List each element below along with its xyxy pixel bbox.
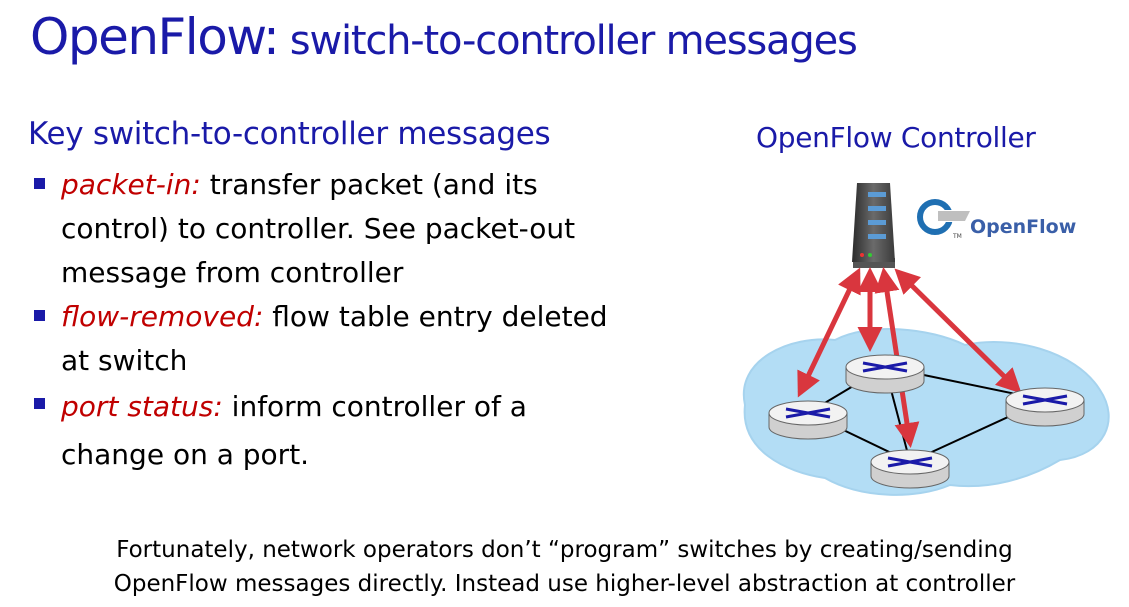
bullet-text: inform controller of a bbox=[222, 390, 527, 423]
footer-line: OpenFlow messages directly. Instead use … bbox=[113, 571, 1016, 597]
bullet-flow-removed: flow-removed: flow table entry deleted a… bbox=[30, 295, 690, 383]
bullet-term: flow-removed: bbox=[61, 300, 264, 333]
slide-title: OpenFlow: switch-to-controller messages bbox=[30, 8, 858, 66]
bullet-square-icon bbox=[34, 178, 45, 189]
openflow-logo-text: OpenFlow bbox=[970, 216, 1076, 238]
bullet-term: port status: bbox=[61, 390, 223, 423]
bullet-list: packet-in: transfer packet (and its cont… bbox=[30, 163, 690, 479]
network-diagram: TM OpenFlow bbox=[742, 183, 1110, 496]
bullet-port-status: port status: inform controller of a chan… bbox=[30, 383, 690, 479]
bullet-square-icon bbox=[34, 310, 45, 321]
footer-note: Fortunately, network operators don’t “pr… bbox=[0, 533, 1129, 601]
title-rest: switch-to-controller messages bbox=[278, 18, 858, 64]
switch-icon bbox=[870, 449, 950, 489]
switch-icon bbox=[768, 400, 848, 440]
bullet-packet-in: packet-in: transfer packet (and its cont… bbox=[30, 163, 690, 295]
controller-label: OpenFlow Controller bbox=[756, 121, 1036, 154]
bullet-line: packet-in: transfer packet (and its bbox=[61, 163, 690, 207]
bullet-square-icon bbox=[34, 398, 45, 409]
bullet-text: flow table entry deleted bbox=[263, 300, 608, 333]
switch-icon bbox=[1005, 387, 1085, 427]
bullet-line: change on a port. bbox=[61, 438, 310, 471]
footer-line: Fortunately, network operators don’t “pr… bbox=[116, 537, 1013, 563]
bullet-text: transfer packet (and its bbox=[200, 168, 538, 201]
section-heading: Key switch-to-controller messages bbox=[28, 116, 551, 152]
openflow-logo: TM OpenFlow bbox=[917, 199, 1076, 240]
bullet-line: flow-removed: flow table entry deleted bbox=[61, 295, 690, 339]
bullet-line: at switch bbox=[61, 344, 188, 377]
bullet-line: message from controller bbox=[61, 256, 404, 289]
title-main: OpenFlow: bbox=[30, 8, 280, 66]
bullet-line: control) to controller. See packet-out bbox=[61, 212, 576, 245]
controller-server-icon bbox=[852, 183, 895, 268]
openflow-logo-tm: TM bbox=[952, 233, 962, 240]
bullet-term: packet-in: bbox=[61, 168, 201, 201]
switch-icon bbox=[845, 354, 925, 394]
bullet-line: port status: inform controller of a bbox=[61, 383, 690, 431]
